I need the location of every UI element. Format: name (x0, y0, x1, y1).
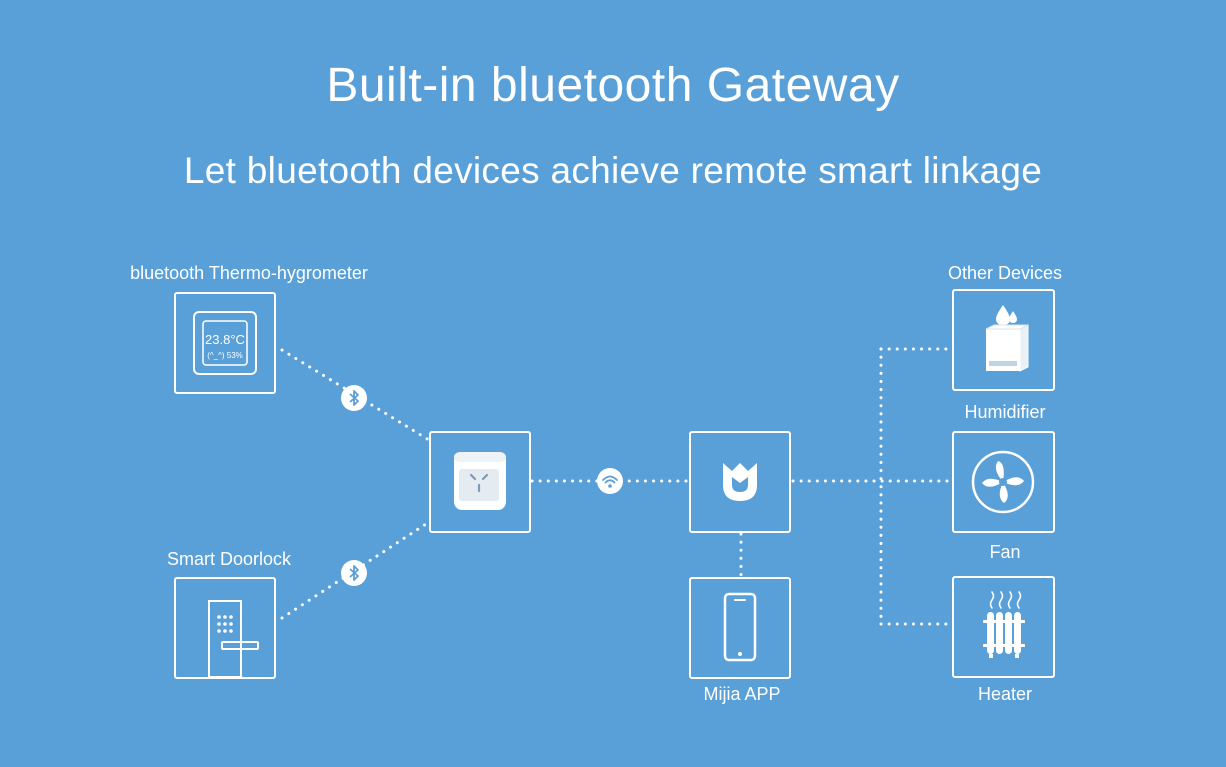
thermo-hygrometer-icon: 23.8°C (^_^) 53% (193, 311, 257, 375)
fan-label: Fan (989, 542, 1021, 562)
doorlock-icon (208, 600, 259, 677)
thermo-display-temp: 23.8°C (205, 332, 245, 347)
heater-node (952, 576, 1055, 678)
gateway-node (429, 431, 531, 533)
doorlock-node (174, 577, 276, 679)
thermo-display-humidity: (^_^) 53% (207, 351, 243, 360)
mijia-logo-icon (723, 463, 757, 501)
humidifier-label: Humidifier (964, 402, 1046, 422)
thermo-label: bluetooth Thermo-hygrometer (130, 263, 368, 283)
thermo-hygrometer-node: 23.8°C (^_^) 53% (174, 292, 276, 394)
doorlock-label: Smart Doorlock (166, 549, 292, 569)
other-devices-label: Other Devices (947, 263, 1063, 283)
page-subtitle: Let bluetooth devices achieve remote sma… (183, 150, 1043, 191)
humidifier-icon (985, 305, 1029, 372)
heater-icon (983, 591, 1025, 658)
humidifier-node (952, 289, 1055, 391)
heater-label: Heater (977, 684, 1033, 704)
bluetooth-icon (341, 560, 367, 586)
smartphone-icon (723, 592, 757, 662)
wifi-icon (597, 468, 623, 494)
mijia-app-node (689, 577, 791, 679)
page-title: Built-in bluetooth Gateway (326, 59, 900, 112)
fan-icon (971, 450, 1035, 514)
mijia-app-label: Mijia APP (703, 684, 781, 704)
mijia-hub-node (689, 431, 791, 533)
bluetooth-icon (341, 385, 367, 411)
gateway-socket-icon (454, 452, 506, 510)
fan-node (952, 431, 1055, 533)
